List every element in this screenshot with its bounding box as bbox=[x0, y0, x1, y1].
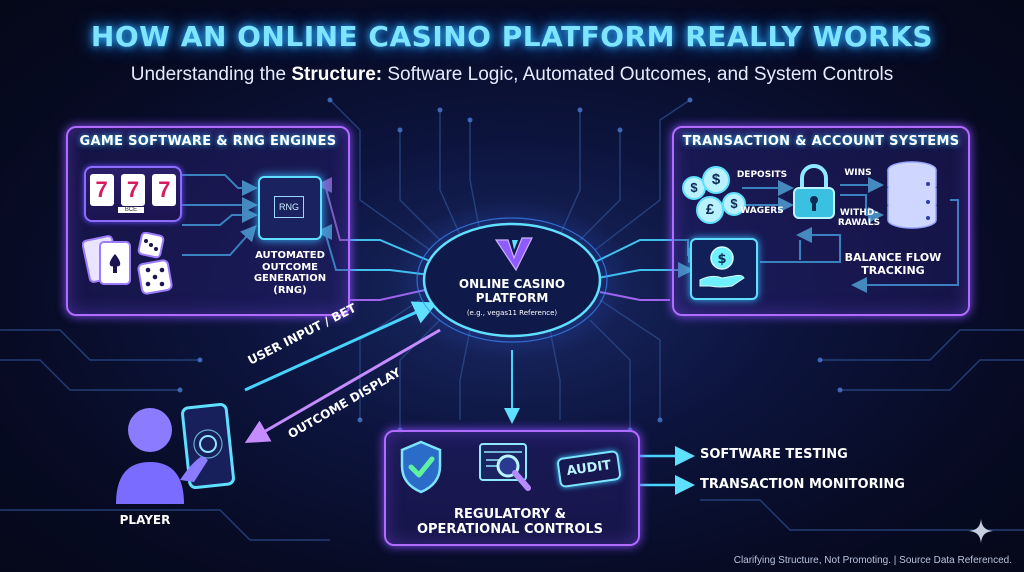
outcome-line-2: OUTCOME bbox=[261, 261, 319, 273]
hub-reference: (e.g., vegas11 Reference) bbox=[466, 308, 558, 317]
platform-logo-icon bbox=[494, 237, 533, 272]
coin-2: $ bbox=[702, 166, 730, 194]
outcome-generation-label: AUTOMATED OUTCOME GENERATION (RNG) bbox=[240, 250, 340, 296]
magnifier-document-icon bbox=[479, 443, 531, 491]
withdrawals-label: WITHD- RAWALS bbox=[834, 208, 884, 229]
regulatory-line-2: OPERATIONAL CONTROLS bbox=[416, 521, 604, 537]
slot-reel-1: 7 bbox=[89, 174, 114, 206]
shield-check-icon bbox=[400, 440, 442, 494]
deposits-label: DEPOSITS bbox=[736, 170, 788, 180]
regulatory-line-1: REGULATORY & bbox=[454, 507, 566, 522]
transaction-panel-heading: TRANSACTION & ACCOUNT SYSTEMS bbox=[682, 134, 960, 149]
game-panel-heading: GAME SOFTWARE & RNG ENGINES bbox=[79, 134, 337, 149]
hub-line-2: PLATFORM bbox=[475, 290, 549, 305]
footer-note: Clarifying Structure, Not Promoting. | S… bbox=[733, 555, 1012, 566]
regulatory-label: REGULATORY & OPERATIONAL CONTROLS bbox=[384, 507, 636, 538]
playing-cards-icon bbox=[82, 235, 131, 285]
platform-hub-label: ONLINE CASINO PLATFORM (e.g., vegas11 Re… bbox=[432, 277, 592, 317]
outcome-line-3: GENERATION bbox=[253, 273, 327, 284]
transaction-monitoring-label: TRANSACTION MONITORING bbox=[700, 477, 905, 492]
sparkle-icon bbox=[969, 519, 993, 543]
audit-stamp-label: AUDIT bbox=[565, 457, 613, 480]
coin-4: $ bbox=[722, 192, 746, 216]
software-testing-label: SOFTWARE TESTING bbox=[700, 447, 848, 462]
page-subtitle: Understanding the Structure: Software Lo… bbox=[0, 64, 1024, 86]
rng-chip-label: RNG bbox=[274, 196, 304, 218]
hub-line-1: ONLINE CASINO bbox=[458, 277, 566, 291]
withdrawals-line-2: RAWALS bbox=[837, 218, 881, 229]
page-title: HOW AN ONLINE CASINO PLATFORM REALLY WOR… bbox=[90, 20, 934, 53]
wagers-label: WAGERS bbox=[740, 206, 784, 216]
balance-flow-label: BALANCE FLOW TRACKING bbox=[838, 251, 948, 277]
svg-text:$: $ bbox=[717, 252, 726, 267]
coin-3: £ bbox=[696, 196, 724, 224]
outcome-line-1: AUTOMATED bbox=[255, 250, 325, 261]
database-icon bbox=[887, 161, 937, 229]
coins-icon: $ $ £ $ bbox=[682, 166, 746, 226]
player-label: PLAYER bbox=[119, 513, 171, 527]
slot-machine-icon: 7 7 7 bbox=[84, 166, 182, 222]
subtitle-bold: Structure: bbox=[291, 64, 383, 85]
outcome-line-4: (RNG) bbox=[273, 284, 307, 296]
subtitle-prefix: Understanding the bbox=[130, 64, 292, 85]
subtitle-suffix: Software Logic, Automated Outcomes, and … bbox=[382, 64, 894, 85]
slot-reel-caption: BCE bbox=[118, 207, 144, 213]
hand-coin-icon: $ bbox=[699, 246, 745, 288]
balance-line-2: TRACKING bbox=[861, 263, 925, 277]
balance-line-1: BALANCE FLOW bbox=[844, 251, 942, 264]
slot-reel-2: 7 bbox=[120, 174, 145, 206]
lock-icon bbox=[793, 164, 835, 219]
slot-reel-3: 7 bbox=[152, 174, 177, 206]
player-avatar-icon bbox=[116, 403, 235, 504]
balance-hand-icon: $ bbox=[690, 238, 758, 300]
withdrawals-line-1: WITHD- bbox=[839, 208, 879, 218]
dice-icon bbox=[137, 232, 173, 295]
rng-chip-icon: RNG bbox=[258, 176, 322, 240]
wins-label: WINS bbox=[844, 168, 872, 178]
